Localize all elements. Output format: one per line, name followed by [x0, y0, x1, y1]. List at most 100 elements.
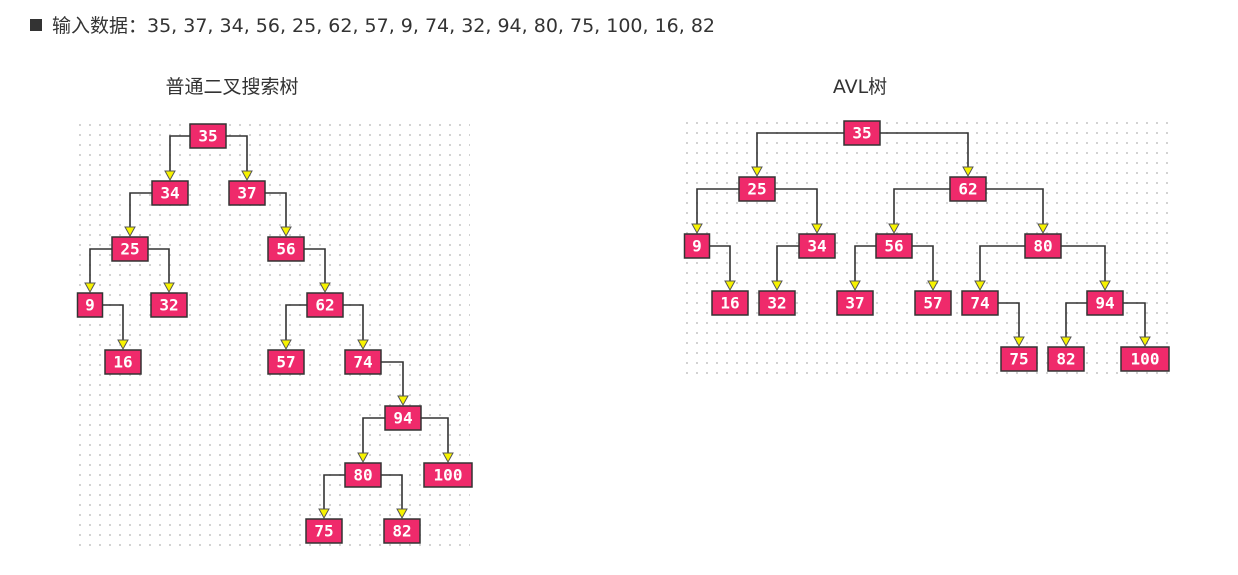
- avl-node-82: 82: [1047, 346, 1085, 372]
- arrowhead-icon: [397, 395, 409, 407]
- node-box: [683, 233, 711, 259]
- arrowhead-icon: [724, 280, 736, 292]
- node-label: 16: [113, 353, 132, 372]
- arrowhead-icon: [117, 339, 129, 351]
- arrowhead-icon: [280, 226, 292, 238]
- node-label: 32: [159, 296, 178, 315]
- avl-node-100: 100: [1120, 346, 1170, 372]
- edge-bst-62-74: [343, 304, 364, 341]
- node-box: [151, 180, 189, 206]
- arrowhead-icon: [319, 282, 331, 294]
- bst-node-9: 9: [76, 292, 104, 318]
- edge-avl-35-25: [756, 132, 844, 168]
- edge-bst-94-100: [421, 417, 449, 454]
- avl-node-74: 74: [961, 290, 999, 316]
- node-label: 35: [198, 127, 217, 146]
- avl-panel: [682, 118, 1172, 376]
- edge-bst-25-32: [148, 248, 170, 284]
- edge-avl-25-34: [775, 188, 818, 225]
- node-label: 16: [720, 294, 739, 313]
- node-label: 35: [852, 124, 871, 143]
- bst-node-16: 16: [104, 349, 142, 375]
- node-box: [843, 120, 881, 146]
- arrowhead-icon: [1099, 280, 1111, 292]
- node-box: [344, 462, 382, 488]
- node-box: [344, 349, 382, 375]
- arrowhead-icon: [84, 282, 96, 294]
- node-box: [875, 233, 913, 259]
- node-label: 94: [393, 409, 412, 428]
- bst-panel: [75, 120, 470, 548]
- node-label: 100: [1131, 350, 1160, 369]
- node-label: 9: [85, 296, 95, 315]
- arrowhead-icon: [442, 452, 454, 464]
- edge-avl-62-56: [893, 188, 950, 225]
- node-label: 9: [692, 237, 702, 256]
- node-box: [1120, 346, 1170, 372]
- edge-avl-56-37: [854, 245, 876, 282]
- node-label: 34: [160, 184, 179, 203]
- avl-node-80: 80: [1024, 233, 1062, 259]
- arrowhead-icon: [124, 226, 136, 238]
- arrowhead-icon: [691, 223, 703, 235]
- edge-bst-37-56: [265, 192, 287, 228]
- arrowhead-icon: [280, 339, 292, 351]
- node-label: 74: [353, 353, 372, 372]
- arrowhead-icon: [811, 223, 823, 235]
- avl-node-35: 35: [843, 120, 881, 146]
- arrowhead-icon: [357, 452, 369, 464]
- avl-node-25: 25: [738, 176, 776, 202]
- node-label: 34: [807, 237, 826, 256]
- node-label: 57: [923, 294, 942, 313]
- edge-avl-74-75: [998, 302, 1020, 338]
- edge-avl-25-9: [696, 188, 739, 225]
- node-label: 62: [958, 180, 977, 199]
- arrowhead-icon: [974, 280, 986, 292]
- edge-avl-80-94: [1061, 245, 1106, 282]
- node-label: 37: [845, 294, 864, 313]
- avl-node-94: 94: [1086, 290, 1124, 316]
- node-label: 80: [1033, 237, 1052, 256]
- bst-node-37: 37: [228, 180, 266, 206]
- node-box: [76, 292, 104, 318]
- node-box: [961, 290, 999, 316]
- arrowhead-icon: [396, 508, 408, 520]
- edge-avl-56-57: [912, 245, 934, 282]
- avl-node-62: 62: [949, 176, 987, 202]
- node-label: 82: [392, 522, 411, 541]
- arrowhead-icon: [241, 170, 253, 182]
- bst-node-35: 35: [189, 123, 227, 149]
- edge-avl-94-82: [1065, 302, 1087, 338]
- edge-bst-94-80: [362, 417, 385, 454]
- node-label: 32: [767, 294, 786, 313]
- arrowhead-icon: [751, 166, 763, 178]
- node-box: [1086, 290, 1124, 316]
- avl-node-75: 75: [1000, 346, 1038, 372]
- bst-node-34: 34: [151, 180, 189, 206]
- edge-avl-94-100: [1123, 302, 1146, 338]
- avl-title: AVL树: [832, 76, 888, 98]
- node-box: [914, 290, 952, 316]
- node-box: [1047, 346, 1085, 372]
- edge-bst-80-75: [323, 474, 345, 510]
- node-box: [738, 176, 776, 202]
- avl-node-16: 16: [711, 290, 749, 316]
- bst-node-74: 74: [344, 349, 382, 375]
- arrowhead-icon: [1060, 336, 1072, 348]
- bst-node-62: 62: [306, 292, 344, 318]
- edge-avl-9-16: [709, 245, 731, 282]
- node-box: [384, 405, 422, 431]
- arrowhead-icon: [1013, 336, 1025, 348]
- node-label: 25: [120, 240, 139, 259]
- arrowhead-icon: [164, 170, 176, 182]
- node-label: 80: [353, 466, 372, 485]
- node-box: [423, 462, 473, 488]
- node-label: 75: [314, 522, 333, 541]
- node-box: [104, 349, 142, 375]
- input-data-text: 输入数据：35, 37, 34, 56, 25, 62, 57, 9, 74, …: [52, 15, 716, 37]
- node-box: [383, 518, 421, 544]
- node-label: 100: [434, 466, 463, 485]
- arrowhead-icon: [771, 280, 783, 292]
